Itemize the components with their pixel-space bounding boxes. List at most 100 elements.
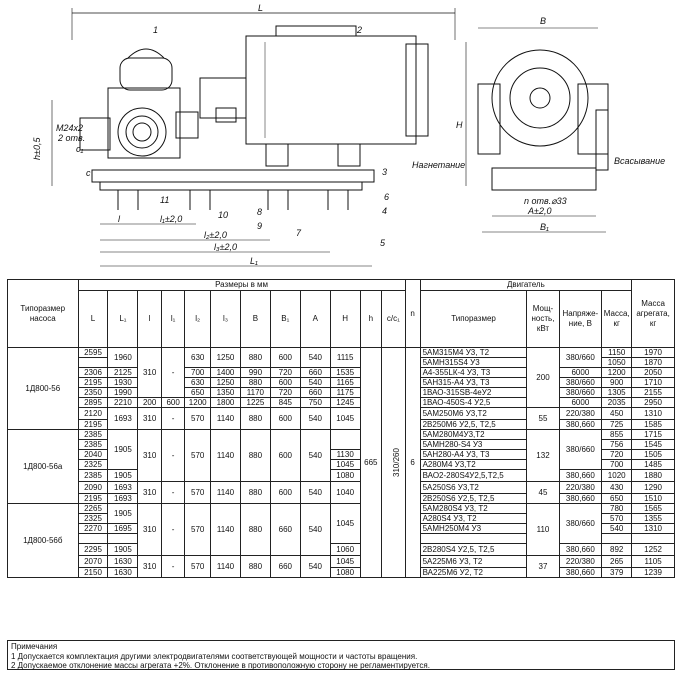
cell: 600	[269, 347, 301, 368]
cell: 310	[137, 555, 162, 578]
cell: 756	[601, 439, 633, 450]
cell: 380,660	[558, 493, 603, 504]
hdr-n: n	[404, 279, 421, 348]
col-cc1: c/c₁	[380, 290, 406, 348]
hdr-motor: Двигатель	[419, 279, 633, 291]
cell: 1870	[631, 357, 675, 368]
spec-table: Типоразмер насоса Размеры в мм n Двигате…	[7, 279, 675, 578]
callout-3: 3	[382, 167, 387, 177]
table-row: 2306 2125 700 1400 990 720 660 1535 А4-3…	[8, 367, 675, 378]
pump-body	[79, 48, 199, 159]
cell: 1250	[210, 377, 241, 388]
col-l2: l₂	[184, 290, 212, 348]
table-row: 2895 2210 200 600 1200 1800 1225 845 750…	[8, 397, 675, 408]
cell: 2325	[77, 459, 109, 470]
cell: 1485	[631, 459, 675, 470]
cell: 880	[239, 481, 271, 504]
cell: 845	[269, 397, 301, 408]
pump-type-2: 1Д800-56а	[7, 429, 79, 504]
cell: 1710	[631, 377, 675, 388]
cell: 37	[526, 555, 560, 578]
cell: 880	[239, 347, 271, 368]
cell: 2385	[77, 469, 109, 482]
cell: 1505	[631, 449, 675, 460]
cell: 220/380	[558, 481, 603, 494]
callout-6: 6	[384, 192, 389, 202]
cell: 1290	[631, 481, 675, 494]
cell: 540	[601, 523, 633, 534]
cell: 750	[299, 397, 331, 408]
table-row: 1Д800-56б 2265 1905 310 - 570 1140 880 6…	[7, 503, 675, 578]
cell: 1630	[107, 555, 139, 568]
cell: 1545	[631, 439, 675, 450]
notes-block: Примечания 1 Допускается комплектация др…	[7, 640, 675, 670]
cell: 880	[239, 429, 271, 482]
cell	[329, 429, 361, 450]
cell: 380,660	[558, 419, 603, 430]
cell	[107, 533, 139, 544]
callout-9: 9	[257, 221, 262, 231]
cell: 1130	[329, 449, 361, 460]
cell: 1565	[631, 503, 675, 514]
col-motor-type: Типоразмер	[419, 290, 528, 348]
cell: -	[160, 503, 186, 556]
dim-A: A±2,0	[527, 206, 551, 216]
cell: 2895	[77, 397, 109, 408]
cell: 720	[269, 387, 301, 398]
col-l: l	[137, 290, 162, 348]
col-H: H	[329, 290, 361, 348]
cell: 570	[601, 513, 633, 524]
cell: 660	[299, 387, 331, 398]
cell: 540	[299, 481, 331, 504]
cell: 660	[299, 367, 331, 378]
cell-motor: 5АМН250М4 У3	[419, 523, 528, 534]
hdr-type: Типоразмер насоса	[7, 279, 79, 348]
holes-2-label: 2 отв.	[57, 133, 85, 143]
cell: 2050	[631, 367, 675, 378]
cell: 650	[601, 493, 633, 504]
cell: 1252	[631, 543, 675, 556]
cell: 132	[526, 429, 560, 482]
table-row: 2195 2В250М6 У2,5, Т2,5 380,660 725 1585	[8, 419, 675, 430]
cell: 310	[137, 503, 162, 556]
cell: 880	[239, 555, 271, 578]
col-voltage: Напряже-ние, В	[558, 290, 603, 348]
table-row: 2350 1990 650 1350 1170 720 660 1175 1ВА…	[8, 387, 675, 398]
dim-h: h±0,5	[32, 137, 42, 160]
cell: -	[160, 407, 186, 430]
technical-drawing: L h±0,5 M24x2 2 отв. c₁ c l l₁±2,0	[0, 0, 681, 278]
cell: 780	[601, 503, 633, 514]
note-2: 2 Допускаемое отклонение массы агрегата …	[11, 661, 430, 670]
cell: 1225	[239, 397, 271, 408]
cell-cc1: 310/260	[380, 347, 406, 578]
cell: 1800	[210, 397, 241, 408]
cell: 2265	[77, 503, 109, 514]
table-row: 2295 1905 1060 2В280S4 У2,5, Т2,5 380,66…	[8, 543, 675, 556]
cell: 1355	[631, 513, 675, 524]
col-A: A	[299, 290, 331, 348]
pump-side-view	[477, 49, 609, 191]
cell: 2195	[77, 493, 109, 504]
dim-l3: l₃±2,0	[214, 242, 237, 252]
cell: 600	[160, 397, 186, 408]
cell: 1535	[329, 367, 361, 378]
cell: 200	[137, 397, 162, 408]
cell: 1930	[107, 377, 139, 388]
dim-H: H	[456, 120, 463, 130]
cell-motor: 5А225М6 У3, Т2	[419, 555, 528, 568]
cell-h: 665	[359, 347, 382, 578]
col-B1: B₁	[269, 290, 301, 348]
table-row: 2195 1693 2В250S6 У2,5, Т2,5 380,660 650…	[8, 493, 675, 504]
note-1: 1 Допускается комплектация другими элект…	[11, 651, 418, 661]
cell-motor: 5А250S6 У3,Т2	[419, 481, 528, 494]
cell: 700	[184, 367, 212, 378]
cell: 1245	[329, 397, 361, 408]
cell: 855	[601, 429, 633, 440]
cell: 1080	[329, 567, 361, 578]
cell: 570	[184, 503, 212, 556]
cell: 720	[601, 449, 633, 460]
cell: 2070	[77, 555, 109, 568]
cell: 650	[184, 387, 212, 398]
suction-label: Всасывание	[614, 156, 665, 166]
cell: 1905	[107, 503, 139, 524]
